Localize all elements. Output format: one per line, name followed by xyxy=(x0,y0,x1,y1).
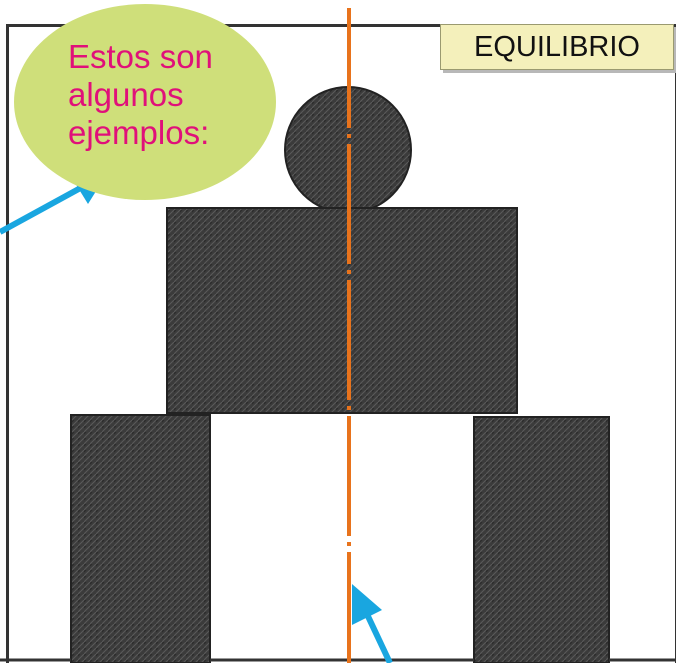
speech-bubble xyxy=(14,4,276,200)
bubble-text: Estos son algunos ejemplos: xyxy=(68,38,213,151)
title-box: EQUILIBRIO xyxy=(440,24,674,70)
body-block xyxy=(166,207,518,414)
title-label: EQUILIBRIO xyxy=(474,31,640,63)
left-leg-block xyxy=(70,414,211,663)
right-leg-block xyxy=(473,416,610,663)
arrow-to-axis xyxy=(352,584,393,663)
